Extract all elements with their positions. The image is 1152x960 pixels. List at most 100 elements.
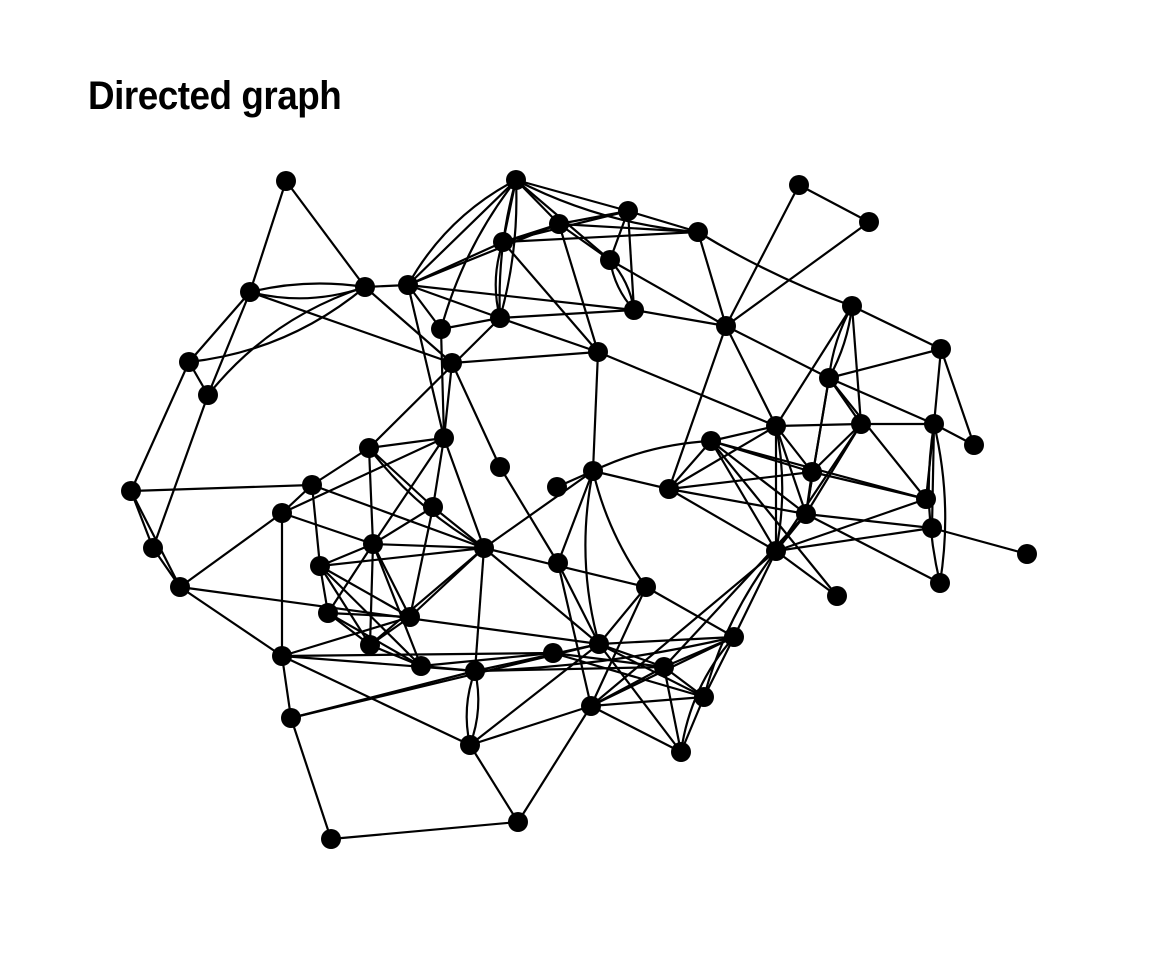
graph-node bbox=[851, 414, 871, 434]
graph-node bbox=[490, 308, 510, 328]
graph-edge bbox=[932, 348, 943, 425]
graph-edge bbox=[281, 651, 554, 658]
graph-edge bbox=[828, 376, 935, 426]
graph-edge bbox=[775, 422, 862, 428]
graph-edge bbox=[432, 506, 485, 549]
graph-edge bbox=[369, 547, 485, 646]
graph-node bbox=[434, 428, 454, 448]
graph-node bbox=[363, 534, 383, 554]
graph-edge bbox=[151, 394, 210, 549]
graph-edge bbox=[851, 305, 942, 350]
graph-edge bbox=[931, 526, 1028, 556]
graph-edge bbox=[557, 562, 600, 645]
graph-node bbox=[170, 577, 190, 597]
graph-edge bbox=[179, 586, 283, 657]
graph-edge bbox=[280, 655, 293, 719]
graph-edge bbox=[281, 655, 471, 746]
graph-edge bbox=[584, 470, 601, 645]
graph-node bbox=[547, 477, 567, 497]
graph-edge bbox=[932, 423, 947, 584]
graph-edge bbox=[811, 470, 927, 501]
graph-edge bbox=[662, 666, 683, 753]
graph-edge bbox=[668, 470, 813, 491]
graph-edge bbox=[431, 437, 446, 508]
graph-edge bbox=[590, 586, 647, 707]
graph-node bbox=[688, 222, 708, 242]
graph-edge bbox=[930, 423, 936, 529]
graph-edge bbox=[483, 470, 594, 549]
graph-edge bbox=[939, 348, 976, 446]
graph-edge bbox=[627, 209, 699, 234]
graph-edge bbox=[285, 180, 366, 288]
graph-edge bbox=[590, 695, 705, 708]
graph-edge bbox=[710, 424, 777, 443]
graph-edge bbox=[703, 636, 735, 698]
graph-edge bbox=[130, 483, 313, 493]
graph-edge bbox=[558, 223, 611, 261]
graph-node bbox=[143, 538, 163, 558]
graph-edge bbox=[499, 316, 599, 354]
graph-edge bbox=[330, 820, 519, 841]
graph-edge bbox=[439, 328, 446, 439]
graph-node bbox=[842, 296, 862, 316]
graph-edge bbox=[725, 325, 777, 427]
graph-edge bbox=[775, 526, 933, 553]
graph-edge bbox=[499, 308, 635, 320]
graph-edge bbox=[696, 231, 728, 327]
graph-node bbox=[360, 635, 380, 655]
graph-edge bbox=[451, 362, 501, 468]
graph-node bbox=[859, 212, 879, 232]
nodes-layer bbox=[121, 170, 1037, 849]
graph-edge bbox=[592, 469, 670, 491]
graph-node bbox=[493, 232, 513, 252]
graph-edge bbox=[850, 305, 863, 425]
graph-node bbox=[636, 577, 656, 597]
graph-node bbox=[802, 462, 822, 482]
graph-edge bbox=[281, 615, 411, 658]
graph-node bbox=[581, 696, 601, 716]
graph-edge bbox=[775, 497, 927, 553]
graph-edge bbox=[129, 361, 191, 492]
graph-node bbox=[671, 742, 691, 762]
graph-edge bbox=[368, 447, 485, 549]
graph-node bbox=[766, 541, 786, 561]
graph-edge bbox=[805, 513, 941, 584]
graph-edge bbox=[248, 180, 288, 293]
graph-edge bbox=[311, 447, 370, 486]
graph-edge bbox=[592, 439, 712, 472]
graph-edge bbox=[710, 440, 838, 597]
graph-edge bbox=[645, 586, 735, 638]
graph-edge bbox=[319, 565, 411, 618]
graph-node bbox=[916, 489, 936, 509]
graph-edge bbox=[407, 283, 635, 312]
graph-edge bbox=[372, 543, 411, 618]
graph-node bbox=[431, 319, 451, 339]
graph-edge bbox=[439, 179, 517, 330]
graph-edge bbox=[371, 543, 423, 667]
graph-edge bbox=[811, 423, 862, 473]
graph-edge bbox=[774, 425, 808, 515]
graph-node bbox=[766, 416, 786, 436]
graph-edge bbox=[281, 437, 445, 514]
graph-edge bbox=[775, 550, 838, 597]
graph-node bbox=[549, 214, 569, 234]
graph-node bbox=[465, 661, 485, 681]
graph-node bbox=[600, 250, 620, 270]
graph-node bbox=[694, 687, 714, 707]
graph-node bbox=[506, 170, 526, 190]
graph-node bbox=[922, 518, 942, 538]
graph-edge bbox=[319, 546, 485, 568]
graph-node bbox=[924, 414, 944, 434]
graph-edge bbox=[474, 635, 735, 673]
graph-node bbox=[423, 497, 443, 517]
graph-edge bbox=[311, 483, 485, 550]
graph-node bbox=[716, 316, 736, 336]
graph-node bbox=[724, 627, 744, 647]
graph-edge bbox=[372, 542, 485, 550]
graph-node bbox=[819, 368, 839, 388]
graph-edge bbox=[502, 230, 699, 244]
graph-edge bbox=[774, 425, 784, 552]
graph-edge bbox=[609, 259, 727, 327]
graph-node bbox=[654, 657, 674, 677]
graph-edge bbox=[469, 704, 592, 747]
